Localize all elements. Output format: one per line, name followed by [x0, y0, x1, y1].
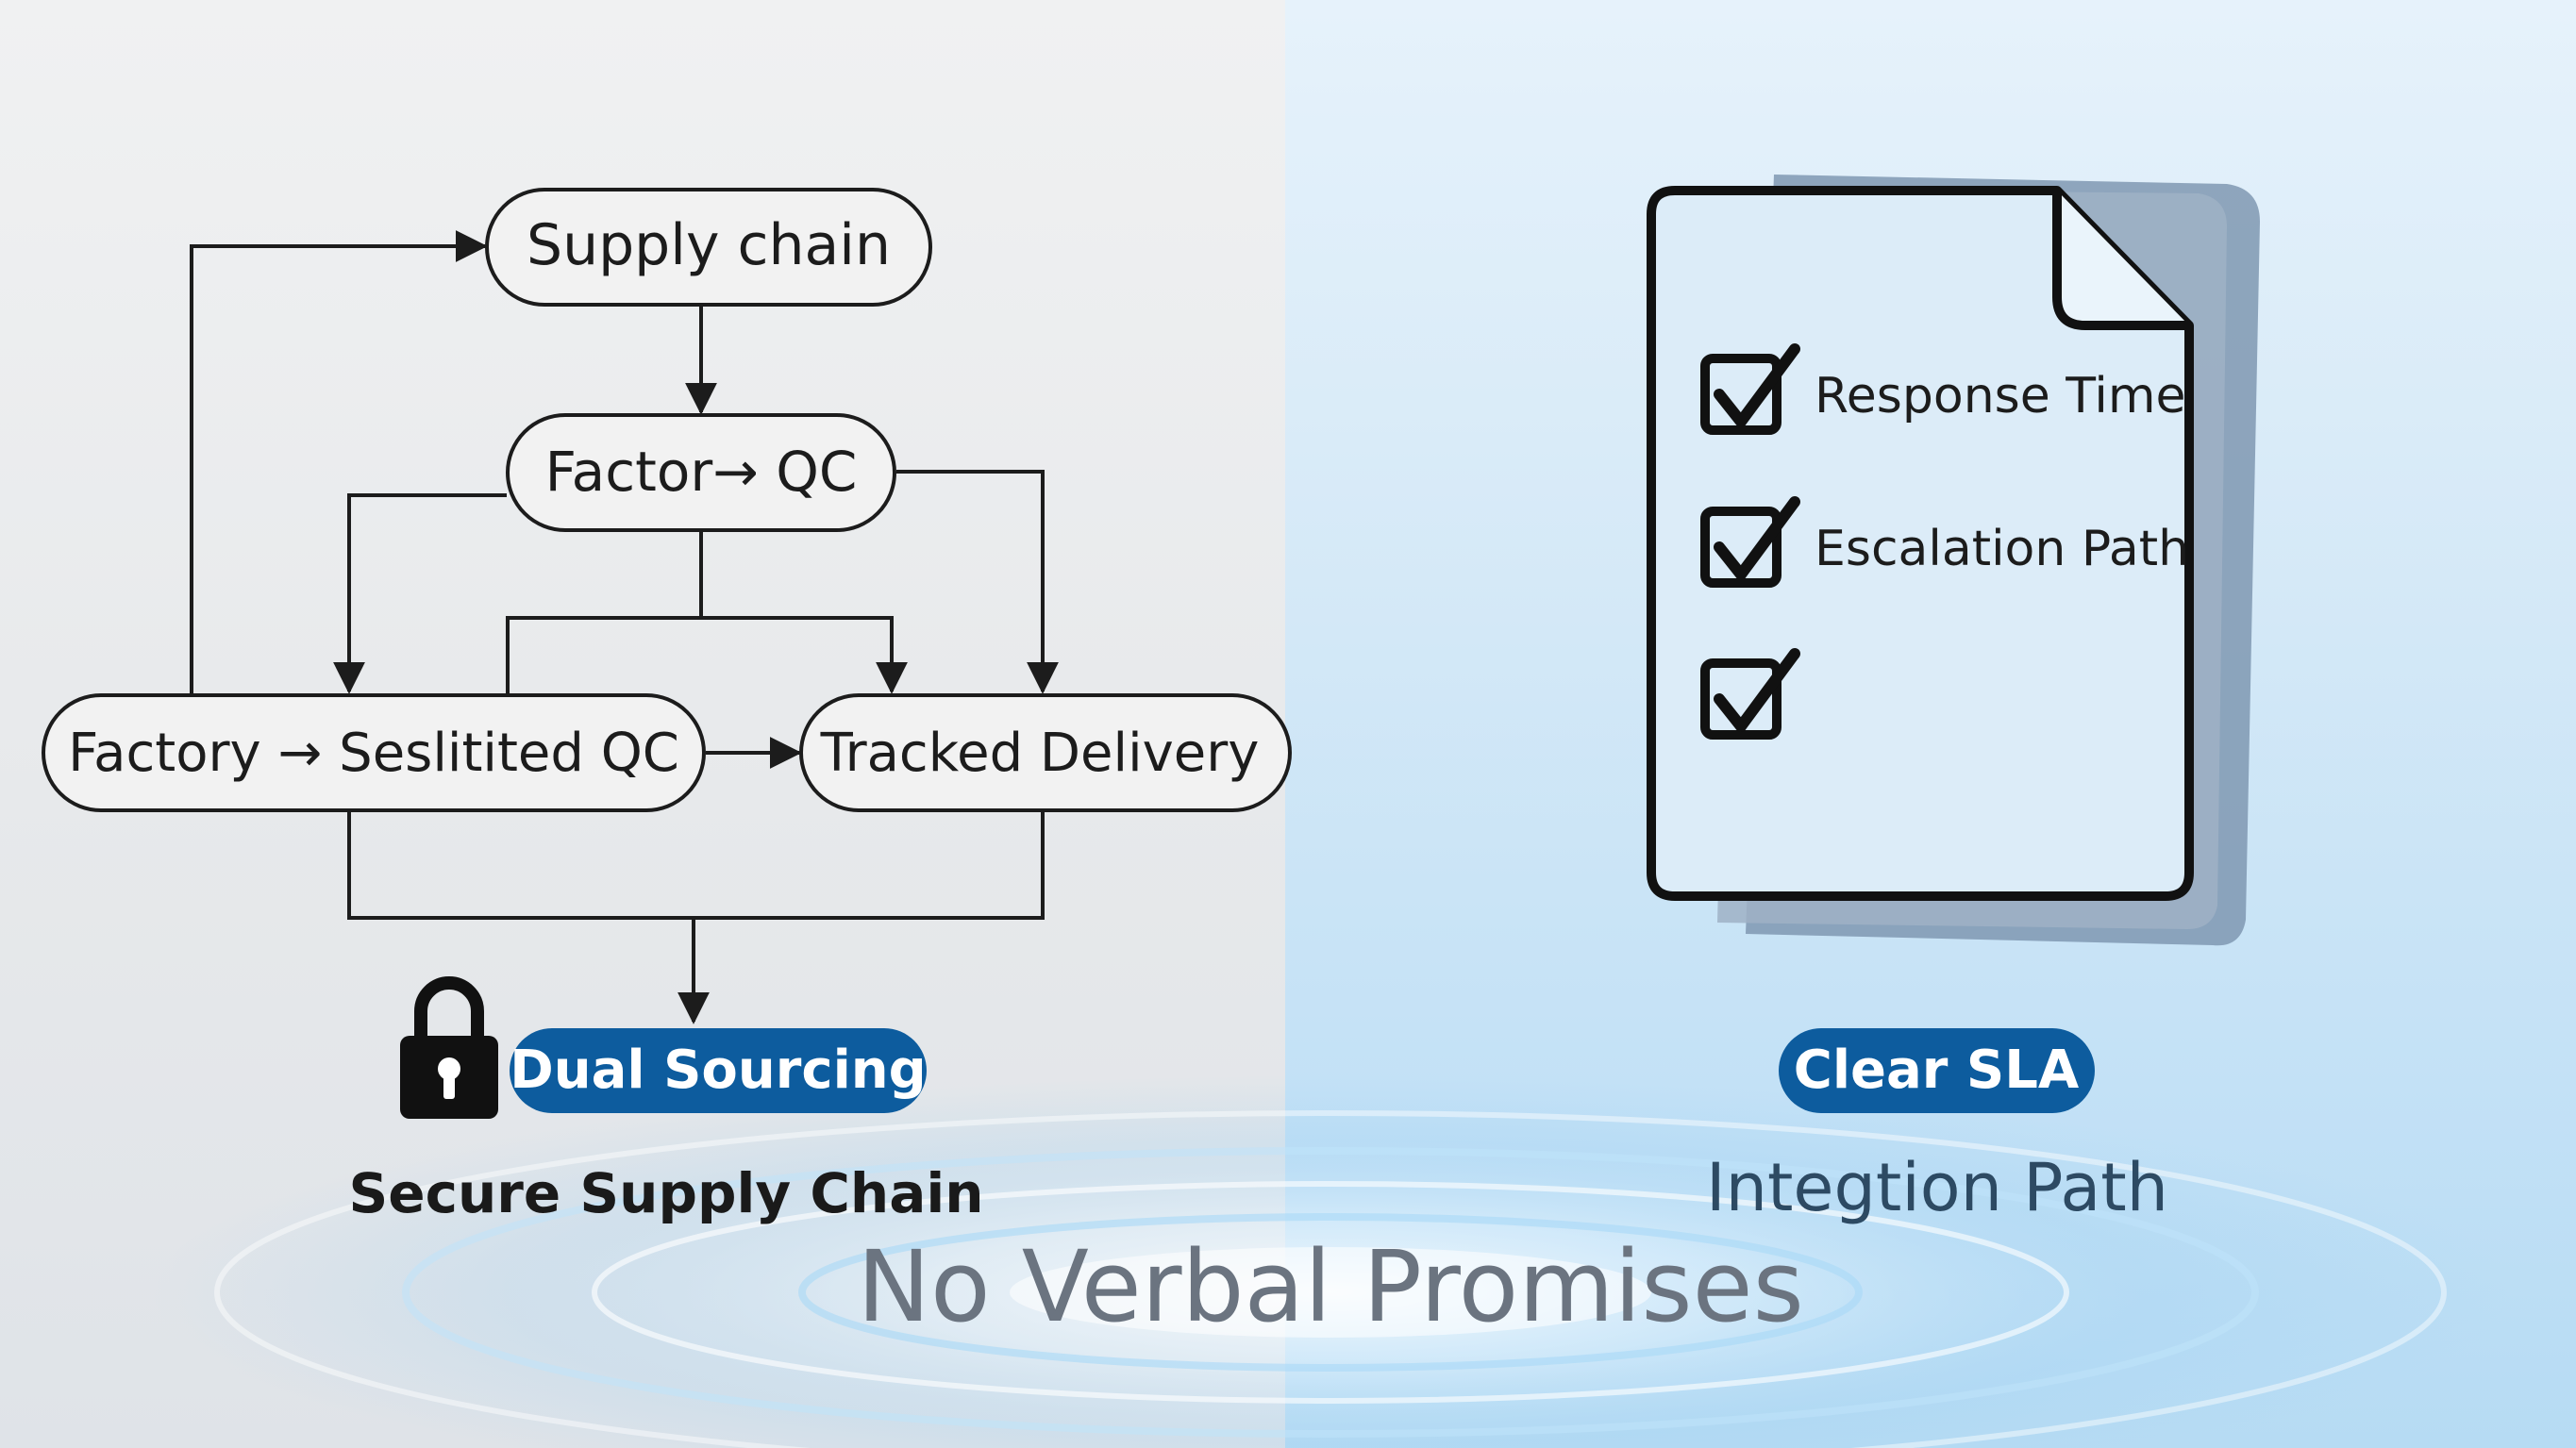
clear-sla-label: Clear SLA [1794, 1040, 2080, 1101]
checklist-item-2-label: Escalation Path [1815, 521, 2189, 577]
checkbox-checked-icon [1700, 496, 1800, 588]
checklist-item-1: Response Time [1700, 343, 2186, 435]
checkbox-checked-icon [1700, 648, 1800, 740]
padlock-icon [400, 976, 498, 1119]
connector-bottom-join [347, 811, 1045, 920]
no-verbal-promises-title: No Verbal Promises [857, 1229, 1804, 1344]
node-supply-chain-label: Supply chain [527, 212, 891, 278]
connector-factor-qc-left [333, 493, 507, 694]
node-tracked-delivery-label: Tracked Delivery [820, 723, 1260, 784]
checkbox-checked-icon [1700, 343, 1800, 435]
secure-supply-chain-caption: Secure Supply Chain [348, 1161, 983, 1225]
node-tracked-delivery: Tracked Delivery [799, 693, 1292, 812]
node-factor-qc: Factor→ QC [506, 413, 896, 532]
dual-sourcing-label: Dual Sourcing [510, 1040, 926, 1101]
flowchart [190, 230, 1059, 1024]
node-factory-qc-label: Factory → Seslitited QC [68, 723, 679, 784]
node-factory-qc: Factory → Seslitited QC [42, 693, 706, 812]
clear-sla-badge: Clear SLA [1779, 1028, 2095, 1113]
dual-sourcing-badge: Dual Sourcing [510, 1028, 927, 1113]
connector-branch [506, 616, 908, 694]
checklist-item-1-label: Response Time [1815, 368, 2186, 424]
integtion-path-caption: Integtion Path [1706, 1149, 2168, 1226]
connector-factor-qc-right [896, 470, 1059, 694]
node-factor-qc-label: Factor→ QC [545, 440, 858, 504]
checklist-item-2: Escalation Path [1700, 496, 2189, 588]
connector-loop-to-supply-chain [190, 230, 488, 693]
node-supply-chain: Supply chain [485, 188, 932, 307]
checklist-item-3 [1700, 648, 1800, 740]
water-ripple [151, 1075, 2510, 1448]
